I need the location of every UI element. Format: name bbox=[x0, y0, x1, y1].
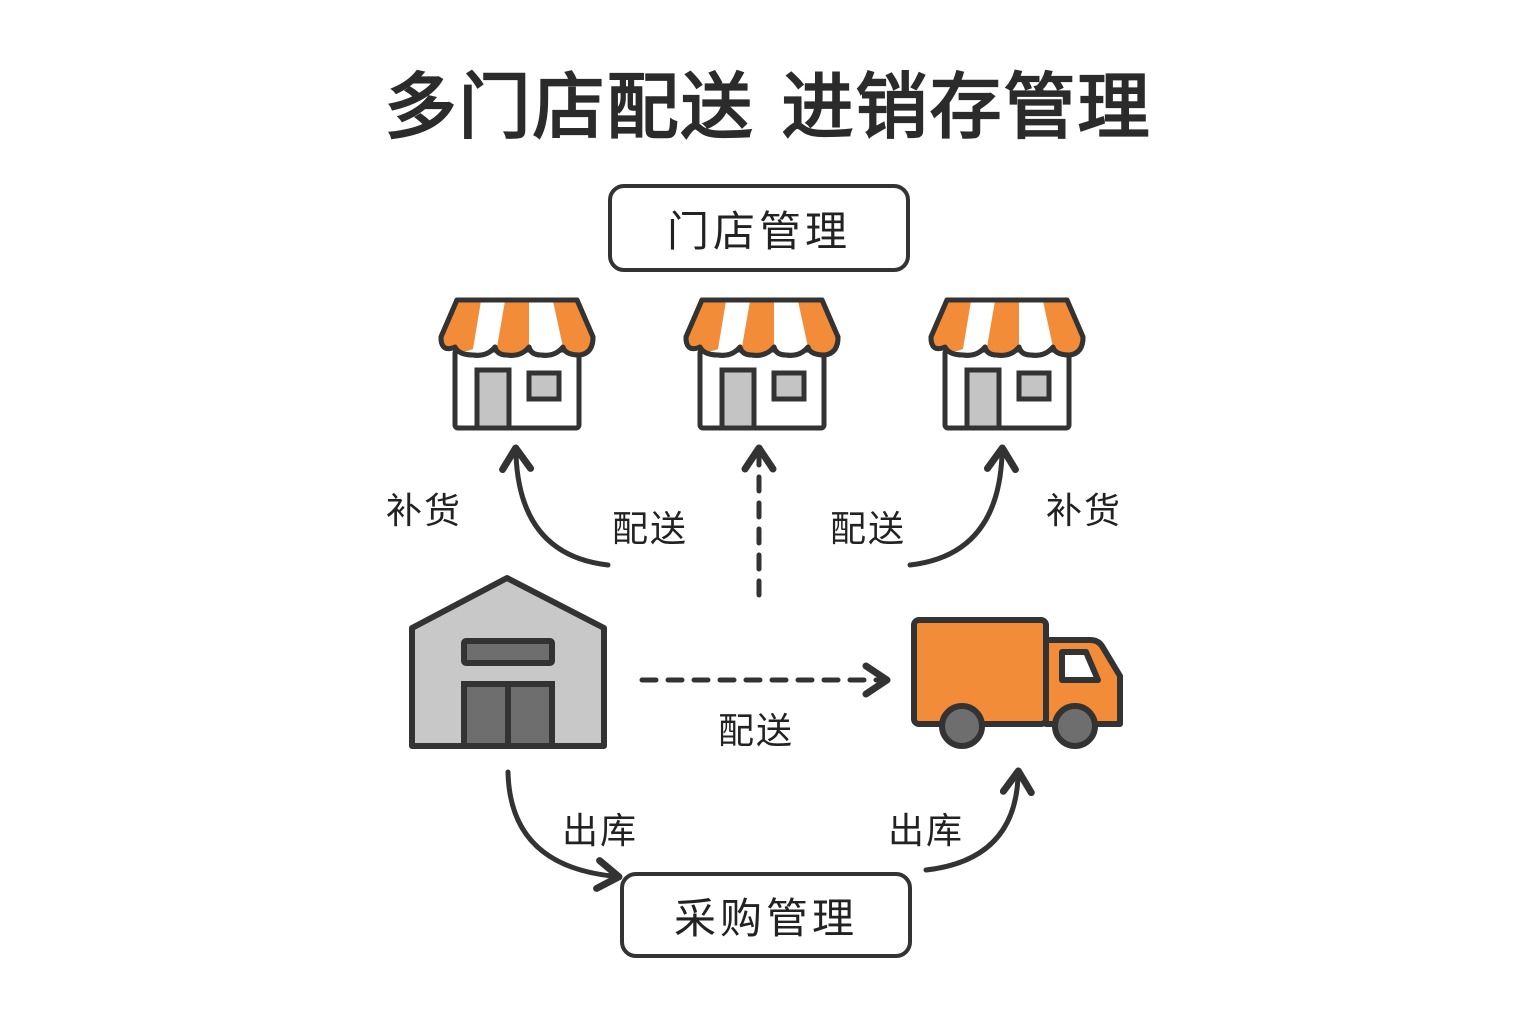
store-management-label: 门店管理 bbox=[666, 206, 851, 256]
warehouse-icon[interactable] bbox=[409, 575, 607, 749]
replenish-label-left: 补货 bbox=[386, 491, 463, 532]
purchase-management-label: 采购管理 bbox=[673, 893, 858, 943]
deliver-label-bottom: 配送 bbox=[718, 711, 795, 752]
outbound-label-right: 出库 bbox=[888, 811, 965, 852]
outbound-label-left: 出库 bbox=[562, 811, 639, 852]
page-title: 多门店配送 进销存管理 bbox=[384, 65, 1152, 149]
store-icon[interactable] bbox=[686, 300, 838, 428]
store-icon[interactable] bbox=[931, 300, 1083, 428]
purchase-management-box[interactable]: 采购管理 bbox=[620, 872, 912, 958]
store-management-box[interactable]: 门店管理 bbox=[608, 184, 910, 272]
replenish-arrow-right bbox=[907, 444, 1019, 568]
replenish-label-right: 补货 bbox=[1046, 491, 1123, 532]
deliver-label-right: 配送 bbox=[830, 509, 907, 550]
outbound-arrow-left bbox=[505, 769, 623, 892]
deliver-label-left: 配送 bbox=[612, 509, 689, 550]
store-icon[interactable] bbox=[441, 300, 593, 428]
delivery-truck-icon[interactable] bbox=[911, 617, 1123, 749]
replenish-arrow-left bbox=[499, 444, 611, 568]
outbound-arrow-right bbox=[923, 767, 1035, 873]
